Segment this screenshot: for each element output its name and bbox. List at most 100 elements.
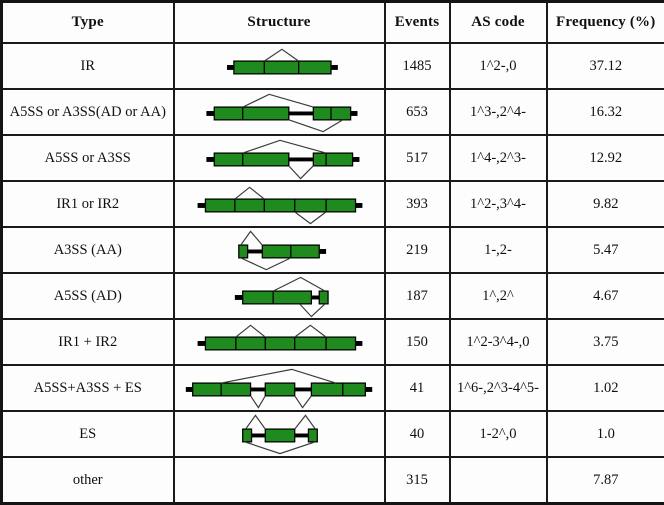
cell-structure [174, 227, 385, 273]
exon-box [205, 337, 355, 350]
cell-events: 315 [385, 457, 450, 504]
cell-as-code: 1^2-3^4-,0 [450, 319, 547, 365]
structure-diagram [176, 44, 383, 88]
cell-type: A5SS+A3SS + ES [2, 365, 174, 411]
splice-junction-up [242, 94, 313, 107]
splice-junction-up [264, 49, 298, 61]
cell-as-code: 1-2^,0 [450, 411, 547, 457]
cell-as-code: 1^3-,2^4- [450, 89, 547, 135]
splice-junction-down [299, 304, 325, 317]
cell-structure [174, 365, 385, 411]
splice-junction-down [288, 166, 313, 179]
structure-diagram [176, 320, 383, 364]
cell-events: 1485 [385, 43, 450, 89]
exon-box [311, 383, 365, 396]
exon-box [214, 107, 289, 120]
structure-diagram [176, 182, 383, 226]
cell-frequency: 3.75 [547, 319, 664, 365]
structure-diagram [176, 228, 383, 272]
col-header-structure: Structure [174, 2, 385, 44]
exon-box [313, 153, 352, 166]
cell-as-code: 1^4-,2^3- [450, 135, 547, 181]
splice-junction-up [294, 325, 325, 337]
cell-structure [174, 43, 385, 89]
cell-type: IR1 or IR2 [2, 181, 174, 227]
splice-junction-up [245, 415, 265, 429]
exon-box [242, 429, 251, 442]
structure-diagram [176, 412, 383, 456]
cell-as-code: 1^2-,0 [450, 43, 547, 89]
cell-structure [174, 457, 385, 504]
exon-box [313, 107, 350, 120]
col-header-as-code: AS code [450, 2, 547, 44]
cell-structure [174, 319, 385, 365]
exon-box [214, 153, 289, 166]
cell-structure [174, 181, 385, 227]
cell-type: IR [2, 43, 174, 89]
col-header-events: Events [385, 2, 450, 44]
cell-events: 150 [385, 319, 450, 365]
exon-box [265, 429, 294, 442]
cell-frequency: 37.12 [547, 43, 664, 89]
cell-type: A3SS (AA) [2, 227, 174, 273]
cell-as-code: 1^2-,3^4- [450, 181, 547, 227]
cell-frequency: 7.87 [547, 457, 664, 504]
splice-junction-down [250, 396, 265, 408]
cell-frequency: 12.92 [547, 135, 664, 181]
cell-events: 41 [385, 365, 450, 411]
cell-structure [174, 89, 385, 135]
cell-events: 219 [385, 227, 450, 273]
cell-events: 517 [385, 135, 450, 181]
cell-frequency: 4.67 [547, 273, 664, 319]
alternative-splicing-table-figure: Type Structure Events AS code Frequency … [0, 0, 664, 488]
cell-structure [174, 273, 385, 319]
cell-type: A5SS or A3SS(AD or AA) [2, 89, 174, 135]
splice-junction-down [294, 212, 325, 224]
cell-events: 653 [385, 89, 450, 135]
structure-diagram [176, 90, 383, 134]
exon-box [242, 291, 311, 304]
splice-junction-down [244, 442, 315, 454]
cell-as-code: 1^,2^ [450, 273, 547, 319]
cell-as-code: 1-,2- [450, 227, 547, 273]
exon-box [265, 383, 294, 396]
structure-diagram [176, 136, 383, 180]
structure-diagram [176, 366, 383, 410]
splice-junction-up [294, 415, 315, 429]
cell-events: 187 [385, 273, 450, 319]
splice-junction-up [240, 231, 262, 245]
splice-junction-down [288, 120, 342, 132]
cell-structure [174, 135, 385, 181]
cell-type: A5SS (AD) [2, 273, 174, 319]
cell-type: IR1 + IR2 [2, 319, 174, 365]
exon-box [238, 245, 247, 258]
splice-junction-up [235, 325, 264, 337]
cell-events: 393 [385, 181, 450, 227]
cell-type: ES [2, 411, 174, 457]
splice-junction-up [273, 277, 325, 291]
col-header-frequency: Frequency (%) [547, 2, 664, 44]
cell-frequency: 9.82 [547, 181, 664, 227]
cell-as-code [450, 457, 547, 504]
splice-junction-down [294, 396, 311, 408]
cell-as-code: 1^6-,2^3-4^5- [450, 365, 547, 411]
exon-box [319, 291, 328, 304]
col-header-type: Type [2, 2, 174, 44]
header-row: Type Structure Events AS code Frequency … [2, 2, 664, 44]
table-row: other 315 7.87 [2, 457, 664, 504]
exon-box [233, 61, 330, 74]
cell-frequency: 1.0 [547, 411, 664, 457]
exon-box [205, 199, 355, 212]
structure-diagram [176, 274, 383, 318]
splice-junction-down [240, 258, 290, 270]
cell-type: other [2, 457, 174, 504]
cell-type: A5SS or A3SS [2, 135, 174, 181]
